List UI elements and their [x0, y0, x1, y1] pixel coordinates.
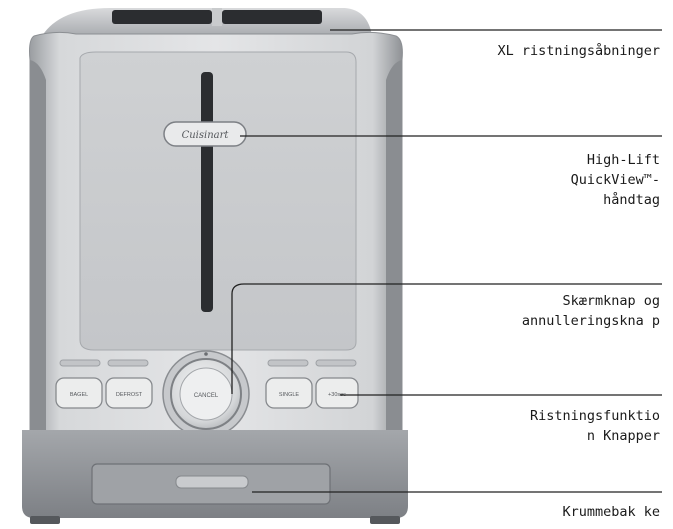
bread-slot-left — [112, 10, 212, 24]
body-edge-left — [30, 60, 46, 470]
callout-line: Krummebak ke — [562, 504, 660, 520]
single-button[interactable] — [265, 377, 313, 409]
callout-line: QuickView™- — [570, 172, 660, 188]
bread-slot-right — [222, 10, 322, 24]
slot-divider — [212, 8, 222, 26]
lever-handle[interactable] — [163, 121, 247, 147]
plus-30-button-label: +30sec — [328, 392, 346, 398]
bagel-button-label: BAGEL — [70, 392, 88, 398]
callout-shade-cancel: Skærmknap og annulleringskna p — [522, 291, 660, 331]
callout-line: annulleringskna p — [521, 313, 660, 329]
foot-right — [370, 516, 400, 524]
callout-line: Ristningsfunktio — [529, 408, 660, 424]
callout-line: XL ristningsåbninger — [497, 43, 660, 59]
shade-dial-marker — [204, 352, 208, 356]
callout-xl-slots: XL ristningsåbninger — [497, 41, 660, 61]
cancel-button-label: CANCEL — [194, 393, 219, 399]
leader-line-knob — [231, 283, 662, 394]
single-button-label: SINGLE — [279, 392, 300, 398]
defrost-button-label: DEFROST — [116, 392, 143, 398]
brand-badge: Cuisinart — [182, 130, 230, 141]
indicator-single — [267, 359, 309, 367]
lever-slot — [201, 72, 213, 312]
crumb-tray-handle[interactable] — [175, 475, 249, 489]
callout-line: håndtag — [603, 192, 660, 208]
plus-30-button[interactable] — [315, 377, 359, 409]
callout-function-buttons: Ristningsfunktio n Knapper — [530, 406, 660, 446]
callout-crumb-tray: Krummebak ke — [562, 502, 660, 522]
defrost-button[interactable] — [105, 377, 153, 409]
indicator-defrost — [107, 359, 149, 367]
callout-line: Skærmknap og — [562, 293, 660, 309]
bagel-button[interactable] — [55, 377, 103, 409]
indicator-bagel — [59, 359, 101, 367]
callout-high-lift-lever: High-Lift QuickView™- håndtag — [571, 150, 660, 210]
indicator-plus — [315, 359, 357, 367]
front-panel — [79, 51, 357, 351]
callout-line: High-Lift — [586, 152, 660, 168]
callout-line: n Knapper — [586, 428, 660, 444]
foot-left — [30, 516, 60, 524]
body-edge-right — [386, 60, 402, 470]
